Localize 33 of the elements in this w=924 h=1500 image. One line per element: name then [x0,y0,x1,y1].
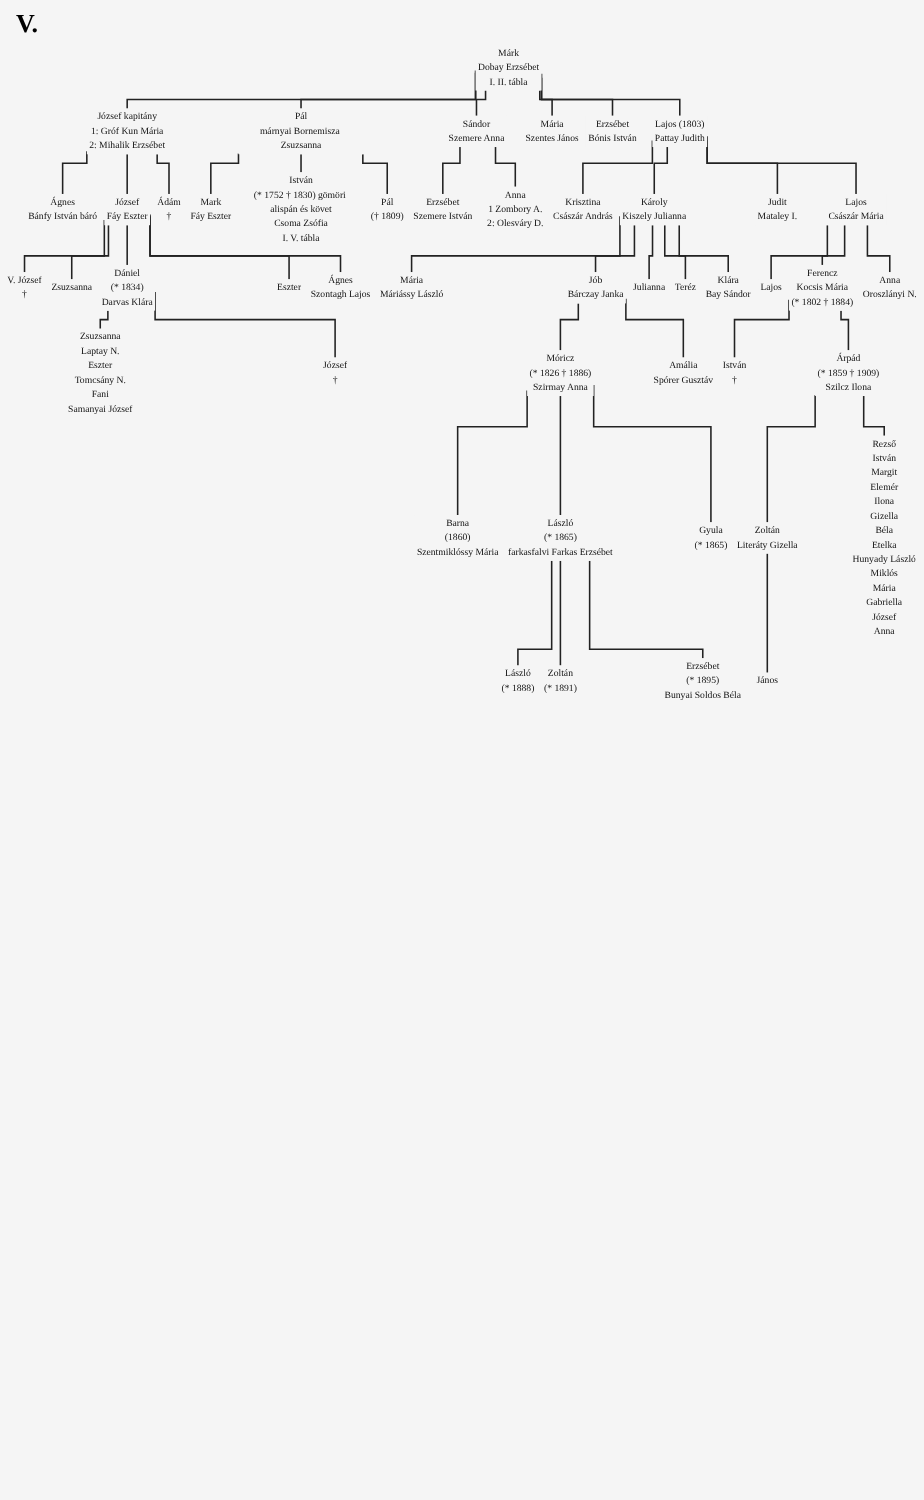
connector [625,298,685,359]
connector [588,560,704,659]
connector [517,560,553,667]
connector [594,224,636,273]
connector [61,150,88,195]
connector [770,224,829,281]
connector [442,146,461,195]
connector [866,224,891,273]
connector [539,89,553,117]
connector [362,153,388,195]
connector [840,309,850,352]
table-number: V. [16,8,38,40]
connector [559,560,562,667]
connector [664,224,687,281]
connector [99,309,109,330]
connector [156,153,170,195]
connector [821,224,846,266]
connector [559,395,562,516]
connector [678,224,729,273]
connector [766,552,769,674]
connector [494,146,517,188]
connector [300,153,302,174]
connector [126,153,128,195]
connector [23,219,106,273]
connector [210,152,240,195]
connector [475,89,487,117]
connector [862,395,885,437]
connector [126,224,128,266]
connector [648,224,654,281]
connector [766,394,816,524]
connector [559,302,580,352]
connector [70,224,110,281]
connector [653,146,669,195]
